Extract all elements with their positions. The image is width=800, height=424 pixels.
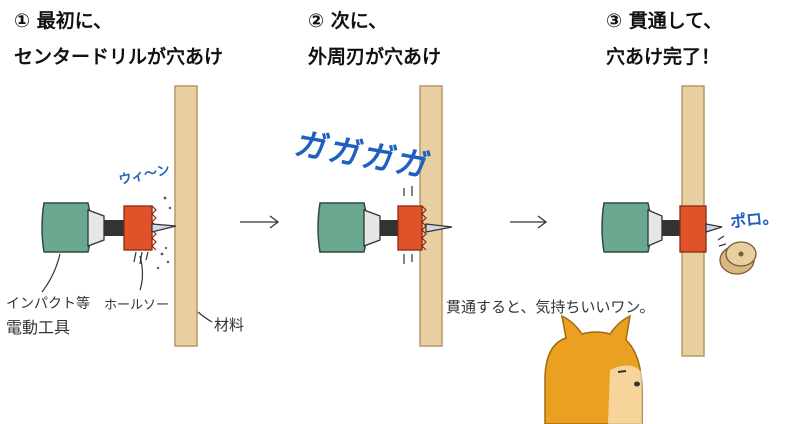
step-2-illustration (317, 85, 453, 347)
step-3-illustration (601, 85, 757, 357)
motion-lines-2 (403, 186, 413, 264)
drill-body-3 (601, 202, 652, 253)
drill-body-1 (41, 202, 92, 253)
holesaw-label: ホールソー (104, 298, 170, 313)
drill-chuck-1 (87, 209, 105, 247)
step-2-line1: 次に、 (330, 10, 388, 32)
wood-board-1 (174, 85, 198, 347)
holesaw-teeth-2 (421, 205, 427, 251)
drill-collar-2 (380, 220, 398, 236)
center-drill-3 (705, 223, 723, 233)
step-3-line2: 穴あけ完了！ (606, 46, 721, 68)
step-1-title: ① 最初に、 センタードリルが穴あけ (14, 10, 223, 68)
holesaw-leader-line (139, 255, 144, 291)
drill-chuck-2 (363, 209, 381, 247)
tool-label: インパクト等 電動工具 (6, 292, 90, 341)
step-2-title: ② 次に、 外周刃が穴あけ (308, 10, 441, 68)
drill-collar-3 (662, 220, 680, 236)
sfx-pop: ポロ。 (729, 207, 780, 232)
step-2-line2: 外周刃が穴あけ (308, 46, 442, 68)
drill-body-2 (317, 202, 368, 253)
material-leader-line (197, 311, 213, 323)
arrow-1 (240, 215, 280, 229)
center-drill-1 (151, 223, 177, 233)
arrow-2 (510, 215, 548, 229)
dog-nose (634, 381, 640, 387)
holesaw-1 (123, 205, 153, 251)
tool-label-line1: インパクト等 (6, 296, 90, 312)
tool-leader-line (41, 253, 61, 293)
holesaw-3 (679, 205, 707, 253)
step-2-number: ② (308, 10, 325, 32)
debris-1 (156, 196, 172, 270)
motion-lines-3 (717, 235, 727, 247)
step-1-line1: 最初に、 (36, 10, 113, 32)
step-3-line1: 貫通して、 (628, 10, 723, 32)
material-label: 材料 (214, 316, 245, 334)
step-3-title: ③ 貫通して、 穴あけ完了！ (606, 10, 722, 68)
tool-label-line2: 電動工具 (6, 318, 71, 337)
step-3-number: ③ (606, 10, 623, 32)
dog-eye (617, 370, 627, 373)
center-drill-2 (425, 223, 453, 233)
drill-chuck-3 (647, 209, 663, 247)
step-1-number: ① (14, 10, 31, 32)
dog-character (544, 314, 643, 424)
drill-collar-1 (104, 220, 124, 236)
holesaw-2 (397, 205, 423, 251)
step-1-illustration (41, 85, 213, 347)
wood-plug (719, 241, 757, 275)
step-1-line2: センタードリルが穴あけ (14, 46, 224, 68)
comment-text: 貫通すると、気持ちいいワン。 (446, 298, 655, 316)
